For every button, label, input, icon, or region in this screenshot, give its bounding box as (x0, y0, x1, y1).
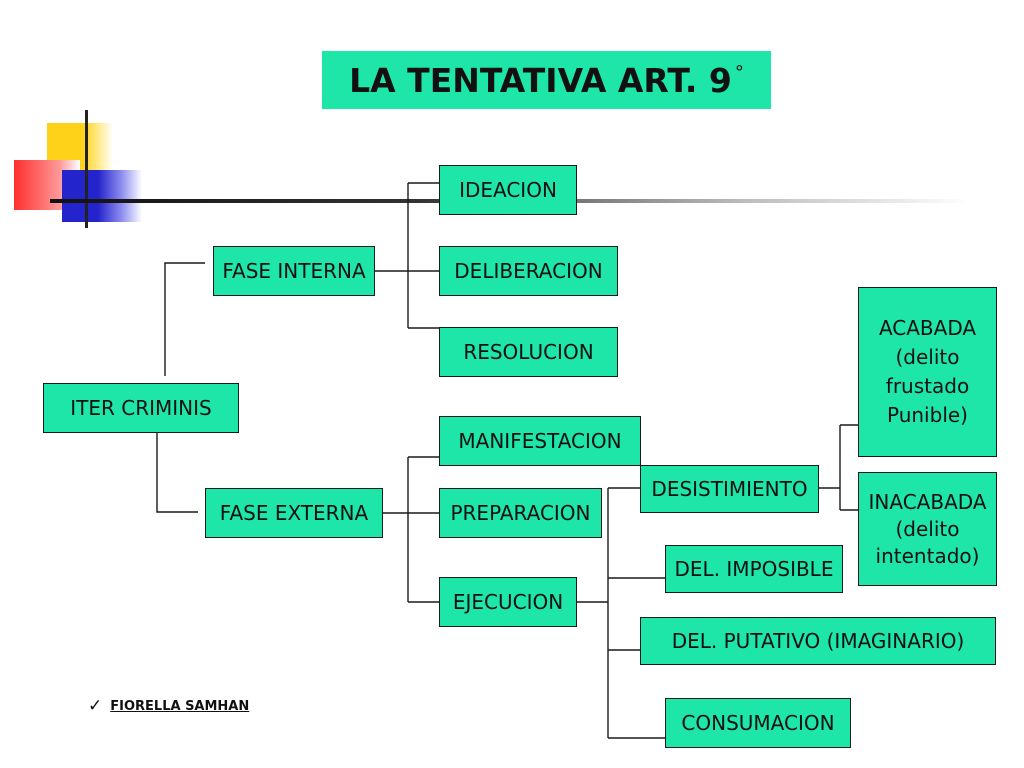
node-ideacion: IDEACION (439, 165, 577, 215)
node-acabada: ACABADA (delito frustado Punible) (858, 287, 997, 457)
node-fase-interna: FASE INTERNA (213, 246, 375, 296)
node-inacabada: INACABADA (delito intentado) (858, 472, 997, 586)
connector-iter-to-interna (164, 262, 205, 376)
node-deliberacion: DELIBERACION (439, 246, 618, 296)
decorative-vertical-line (85, 110, 88, 228)
node-ejecucion: EJECUCION (439, 577, 577, 627)
node-manifestacion: MANIFESTACION (439, 416, 641, 466)
node-consumacion: CONSUMACION (665, 698, 851, 748)
decorative-blue-square (62, 170, 142, 222)
author-name: FIORELLA SAMHAN (110, 698, 250, 714)
node-resolucion: RESOLUCION (439, 327, 618, 377)
node-desistimiento: DESISTIMIENTO (640, 465, 819, 513)
page-title: LA TENTATIVA ART. 9° (322, 51, 771, 109)
title-degree-symbol: ° (734, 61, 744, 83)
title-text: LA TENTATIVA ART. 9 (349, 60, 732, 100)
connector-iter-to-externa (156, 433, 198, 513)
checkmark-icon: ✓ (88, 696, 103, 716)
node-del-imposible: DEL. IMPOSIBLE (665, 545, 843, 593)
node-iter-criminis: ITER CRIMINIS (43, 383, 239, 433)
node-preparacion: PREPARACION (439, 488, 602, 538)
node-fase-externa: FASE EXTERNA (205, 488, 383, 538)
node-del-putativo: DEL. PUTATIVO (IMAGINARIO) (640, 617, 996, 665)
author-credit: ✓ FIORELLA SAMHAN (88, 696, 249, 716)
